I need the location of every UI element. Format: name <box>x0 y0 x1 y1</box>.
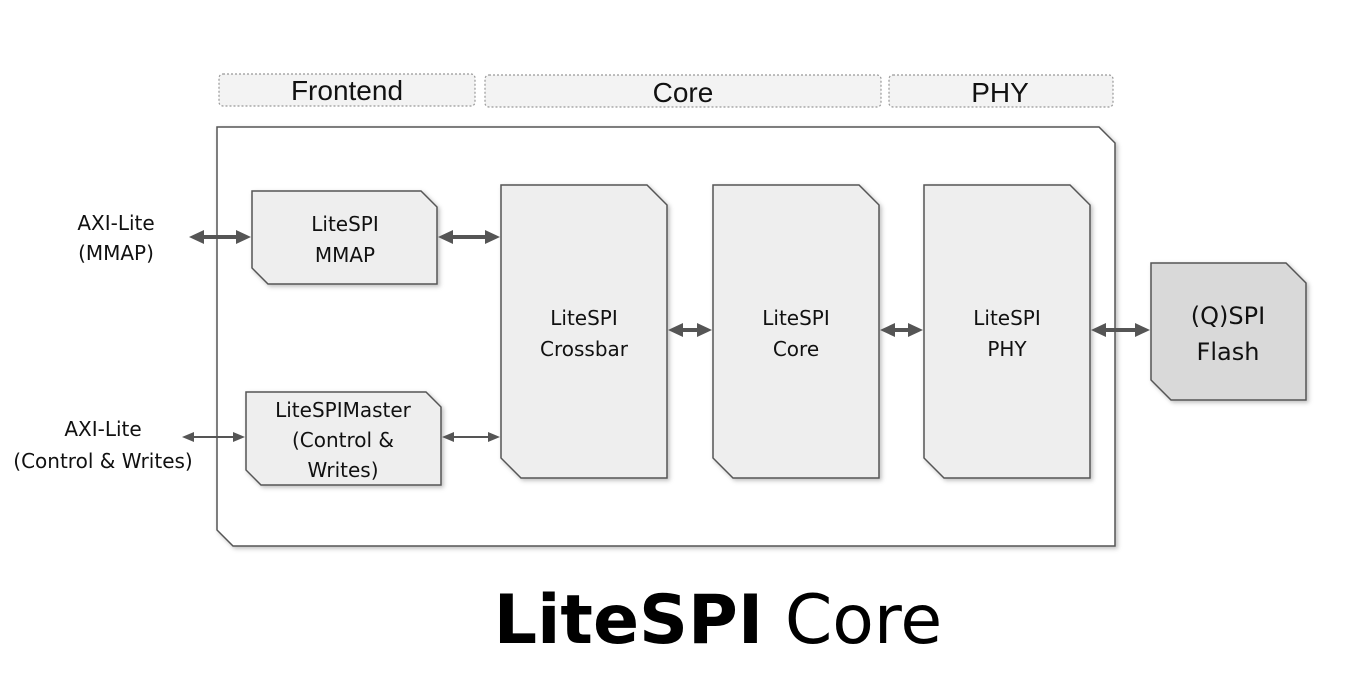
external-control-port: AXI-Lite (Control & Writes) <box>13 417 192 473</box>
block-master: LiteSPIMaster (Control & Writes) <box>245 391 442 486</box>
block-crossbar-line2: Crossbar <box>540 337 629 361</box>
arrow-core-to-phy <box>880 323 923 337</box>
block-master-line2: (Control & <box>292 428 394 452</box>
arrow-mmap-to-crossbar <box>438 230 500 244</box>
block-core-line1: LiteSPI <box>762 306 830 330</box>
section-core: Core <box>484 74 882 108</box>
external-control-line1: AXI-Lite <box>64 417 141 441</box>
section-frontend-label: Frontend <box>291 75 403 106</box>
external-mmap-line1: AXI-Lite <box>77 211 154 235</box>
block-mmap-line2: MMAP <box>315 243 375 267</box>
diagram-title: LiteSPI Core <box>494 581 942 660</box>
block-phy-line1: LiteSPI <box>973 306 1041 330</box>
block-phy: LiteSPI PHY <box>923 184 1091 479</box>
arrow-master-to-crossbar <box>442 432 500 442</box>
external-control-line2: (Control & Writes) <box>13 449 192 473</box>
block-flash-line1: (Q)SPI <box>1191 302 1265 330</box>
block-master-line3: Writes) <box>307 458 378 482</box>
section-frontend: Frontend <box>218 73 476 107</box>
block-phy-line2: PHY <box>987 337 1027 361</box>
arrow-phy-to-flash <box>1091 323 1150 337</box>
block-flash-line2: Flash <box>1197 338 1260 366</box>
title-space <box>763 581 785 660</box>
block-core-line2: Core <box>773 337 819 361</box>
section-core-label: Core <box>653 77 714 108</box>
block-crossbar-line1: LiteSPI <box>550 306 618 330</box>
block-core: LiteSPI Core <box>712 184 880 479</box>
arrow-control-port-to-master <box>182 432 245 442</box>
block-mmap-line1: LiteSPI <box>311 212 379 236</box>
block-crossbar: LiteSPI Crossbar <box>500 184 668 479</box>
block-master-line1: LiteSPIMaster <box>275 398 412 422</box>
title-bold: LiteSPI <box>494 581 763 660</box>
section-phy-label: PHY <box>971 77 1029 108</box>
title-regular: Core <box>785 581 942 660</box>
block-mmap: LiteSPI MMAP <box>251 190 438 285</box>
external-mmap-port: AXI-Lite (MMAP) <box>77 211 154 265</box>
arrow-mmap-port-to-mmap <box>189 230 251 244</box>
arrow-crossbar-to-core <box>668 323 712 337</box>
block-flash: (Q)SPI Flash <box>1150 262 1307 401</box>
connection-arrows <box>182 230 1150 442</box>
section-phy: PHY <box>888 74 1114 108</box>
external-mmap-line2: (MMAP) <box>78 241 154 265</box>
